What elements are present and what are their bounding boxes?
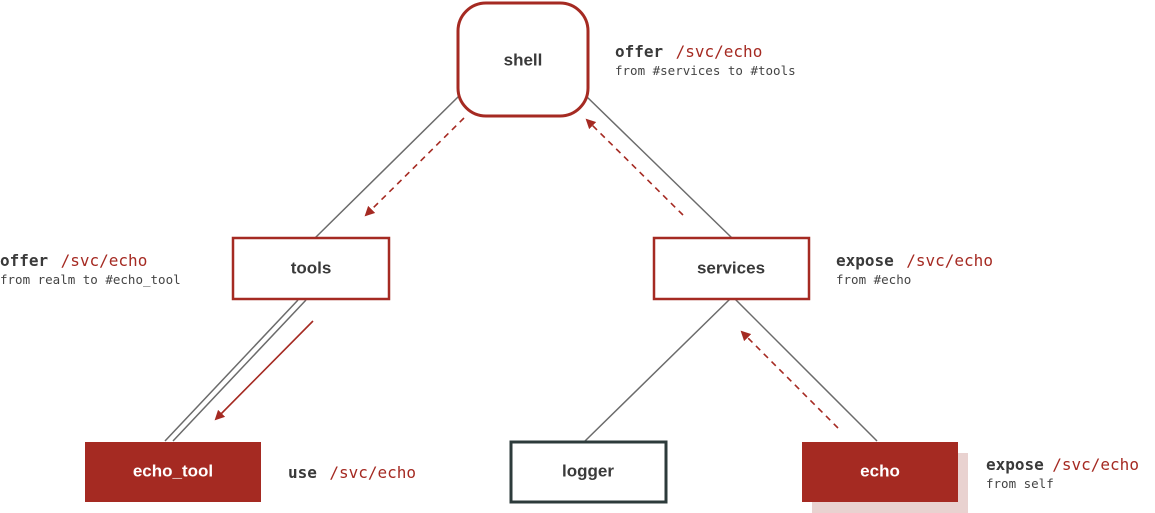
annotation-shell: offer /svc/echo from #services to #tools [615, 42, 796, 78]
edge-tools-echo-tool-outer [164, 299, 299, 442]
arrow-shell-to-tools [364, 117, 465, 217]
node-tools: tools [231, 236, 391, 301]
node-logger: logger [509, 440, 668, 504]
edge-shell-services [584, 94, 733, 239]
arrow-services-to-shell [585, 118, 684, 216]
svg-text:expose /svc/echo: expose /svc/echo [836, 251, 993, 270]
node-logger-label: logger [562, 461, 614, 480]
annotation-tools-keyword: offer [0, 251, 48, 270]
annotation-tools-detail: from realm to #echo_tool [0, 272, 181, 287]
annotation-echo-keyword: expose [986, 455, 1044, 474]
svg-text:offer /svc/echo: offer /svc/echo [0, 251, 147, 270]
annotation-shell-keyword: offer [615, 42, 663, 61]
annotation-echo-tool: use /svc/echo [288, 463, 416, 482]
node-tools-label: tools [291, 258, 332, 277]
svg-text:offer /svc/echo: offer /svc/echo [615, 42, 762, 61]
annotation-services-path: /svc/echo [906, 251, 993, 270]
annotation-services: expose /svc/echo from #echo [836, 251, 993, 287]
annotation-shell-path: /svc/echo [676, 42, 763, 61]
tree-edges [164, 94, 878, 442]
annotation-echo-tool-path: /svc/echo [329, 463, 416, 482]
edge-shell-tools [314, 94, 461, 239]
node-shell-label: shell [504, 50, 543, 69]
edge-tools-echo-tool-inner [172, 299, 307, 442]
node-echo-tool-label: echo_tool [133, 461, 213, 480]
annotation-tools: offer /svc/echo from realm to #echo_tool [0, 251, 181, 287]
routing-arrows [214, 117, 839, 429]
node-echo-tool: echo_tool [85, 442, 261, 502]
node-echo: echo [802, 442, 968, 513]
node-echo-label: echo [860, 461, 900, 480]
annotation-echo-path: /svc/echo [1052, 455, 1139, 474]
annotation-services-detail: from #echo [836, 272, 911, 287]
node-services-label: services [697, 258, 765, 277]
arrow-echo-to-services [740, 330, 839, 429]
annotation-echo-tool-keyword: use [288, 463, 317, 482]
edge-services-logger [584, 298, 731, 442]
arrow-tools-to-echo-tool [214, 320, 314, 421]
annotation-echo: expose /svc/echo from self [986, 455, 1139, 491]
annotation-tools-path: /svc/echo [61, 251, 148, 270]
annotation-services-keyword: expose [836, 251, 894, 270]
svg-text:expose /svc/echo: expose /svc/echo [986, 455, 1139, 474]
edge-services-echo [734, 298, 878, 442]
annotation-shell-detail: from #services to #tools [615, 63, 796, 78]
svg-text:use /svc/echo: use /svc/echo [288, 463, 416, 482]
node-services: services [652, 236, 811, 301]
node-shell: shell [456, 1, 590, 118]
annotation-echo-detail: from self [986, 476, 1054, 491]
